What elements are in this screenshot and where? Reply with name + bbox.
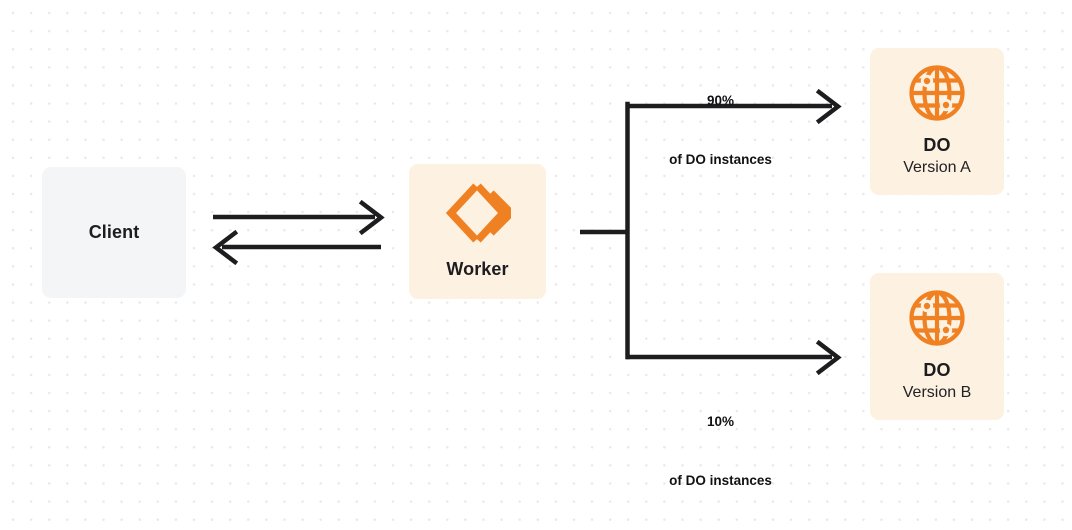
node-do-b-label: DO xyxy=(923,359,951,380)
edge-label-10-percent-value: 10% xyxy=(706,414,735,430)
edge-worker-to-client xyxy=(212,229,381,266)
edge-worker-to-do-b xyxy=(626,339,842,376)
edge-worker-to-do-a xyxy=(626,88,842,125)
edge-label-10-percent-caption: of DO instances xyxy=(669,472,772,488)
node-worker: Worker xyxy=(409,164,546,299)
connector-layer xyxy=(212,88,842,376)
node-do-b-sublabel: Version B xyxy=(902,384,972,402)
node-client-label: Client xyxy=(88,222,140,243)
diagram-canvas: Client Worker xyxy=(42,48,1004,488)
node-worker-label: Worker xyxy=(446,259,509,280)
node-do-a-sublabel: Version A xyxy=(903,159,971,177)
edge-label-90-percent-caption: of DO instances xyxy=(669,151,772,167)
globe-icon xyxy=(908,64,966,122)
edge-label-10-percent: 10% of DO instances xyxy=(613,373,828,530)
edge-label-90-percent-value: 90% xyxy=(706,93,735,109)
edge-client-to-worker xyxy=(213,199,385,236)
node-do-version-b: DO Version B xyxy=(870,273,1004,420)
edge-label-90-percent: 90% of DO instances xyxy=(613,52,828,209)
node-do-a-label: DO xyxy=(923,134,951,155)
node-client: Client xyxy=(42,167,186,298)
node-do-version-a: DO Version A xyxy=(870,48,1004,195)
globe-icon xyxy=(908,289,966,347)
cloudflare-workers-icon xyxy=(445,183,516,243)
